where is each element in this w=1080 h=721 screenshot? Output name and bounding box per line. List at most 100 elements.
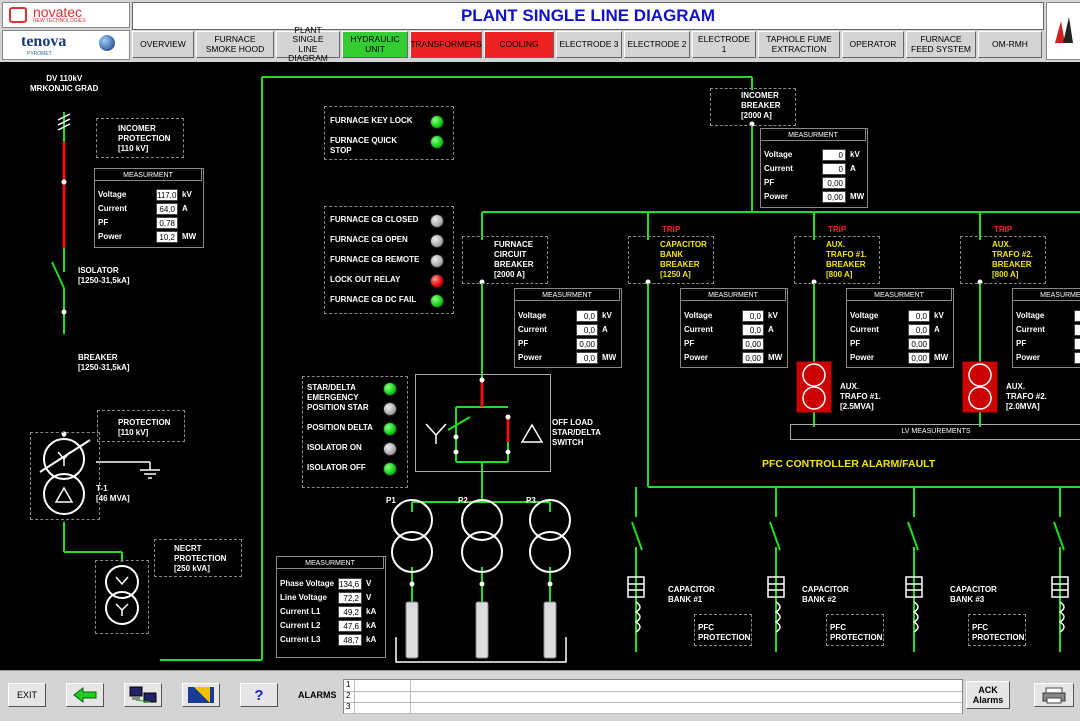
meas-label: Voltage xyxy=(850,311,879,320)
meas-value: 0 xyxy=(1074,324,1080,336)
single-line-diagram: DV 110kV MRKONJIC GRAD INCOMER PROTECTIO… xyxy=(0,62,1080,670)
nav-tab-1[interactable]: FURNACE SMOKE HOOD xyxy=(196,31,274,58)
meas-unit: kA xyxy=(366,607,377,616)
meas-unit: kA xyxy=(366,635,377,644)
meas-unit: A xyxy=(850,164,856,173)
meas-value: 0 xyxy=(1074,352,1080,364)
meas-value: 0,0 xyxy=(576,310,598,322)
alarm-row-number: 3 xyxy=(346,702,351,711)
feeder-breaker-box[interactable] xyxy=(794,236,880,284)
meas-label: Power xyxy=(1016,353,1041,362)
meas-label: Voltage xyxy=(764,150,793,159)
status-label: ISOLATOR ON xyxy=(307,443,362,452)
ack-alarms-button[interactable]: ACK Alarms xyxy=(966,681,1010,709)
corner-logo-icon xyxy=(1055,17,1073,43)
status-indicator-green xyxy=(383,382,397,396)
meas-value: 117,0 xyxy=(156,189,178,201)
aux-trafo-2-label: AUX. TRAFO #2. [2.0MVA] xyxy=(1006,382,1047,411)
status-indicator-grey xyxy=(430,254,444,268)
meas-value: 0,00 xyxy=(908,338,930,350)
meas-label: Current xyxy=(850,325,879,334)
capacitor-bank-label: CAPACITOR BANK #2 xyxy=(802,585,849,604)
nav-tab-12[interactable]: OM-RMH xyxy=(978,31,1042,58)
meas-value: 64,0 xyxy=(156,203,178,215)
nav-tab-6[interactable]: ELECTRODE 3 xyxy=(556,31,622,58)
status-label: FURNACE CB OPEN xyxy=(330,235,408,244)
pfc-protection-box[interactable] xyxy=(826,614,884,646)
meas-unit: MW xyxy=(602,353,617,362)
pfc-protection-label: PFC PROTECTION xyxy=(830,623,883,642)
meas-label: Current L3 xyxy=(280,635,321,644)
alarm-row-divider xyxy=(410,691,411,702)
tenova-logo-sub: PYROMET xyxy=(27,51,52,57)
nav-tab-7[interactable]: ELECTRODE 2 xyxy=(624,31,690,58)
language-button[interactable] xyxy=(182,683,220,707)
status-panel-keylock xyxy=(324,106,454,160)
meas-value: 0 xyxy=(822,149,846,161)
print-button[interactable] xyxy=(1034,683,1074,707)
alarm-table[interactable]: 1 2 3 xyxy=(343,679,963,714)
status-indicator-grey xyxy=(383,442,397,456)
feeder-breaker-label: CAPACITOR BANK BREAKER [1250 A] xyxy=(660,240,707,279)
corner-logo xyxy=(1046,2,1080,60)
star-delta-switch-box xyxy=(415,374,551,472)
novatec-logo-text: novatec xyxy=(33,4,83,20)
necrt-transformer-box xyxy=(95,560,149,634)
feeder-breaker-box[interactable] xyxy=(960,236,1046,284)
exit-button[interactable]: EXIT xyxy=(8,683,46,707)
breaker-label: BREAKER [1250-31,5kA] xyxy=(78,353,130,372)
alarm-row-number: 2 xyxy=(346,691,351,700)
alarm-row[interactable]: 2 xyxy=(344,691,962,703)
meas-label: PF xyxy=(1016,339,1027,348)
nav-tab-10[interactable]: OPERATOR xyxy=(842,31,904,58)
pfc-protection-box[interactable] xyxy=(968,614,1026,646)
trip-indicator: TRIP xyxy=(828,225,847,234)
nav-tab-5[interactable]: COOLING xyxy=(484,31,554,58)
alarm-row[interactable]: 3 xyxy=(344,702,962,714)
nav-tab-11[interactable]: FURNACE FEED SYSTEM xyxy=(906,31,976,58)
nav-tab-2[interactable]: PLANT SINGLE LINE DIAGRAM xyxy=(276,25,340,63)
back-button[interactable] xyxy=(66,683,104,707)
trip-indicator: TRIP xyxy=(994,225,1013,234)
network-button[interactable] xyxy=(124,683,162,707)
exit-label: EXIT xyxy=(16,690,37,700)
nav-tab-8[interactable]: ELECTRODE 1 xyxy=(692,31,756,58)
status-label: POSITION DELTA xyxy=(307,423,373,432)
meas-value: 0,0 xyxy=(742,324,764,336)
feeder-breaker-label: AUX. TRAFO #1. BREAKER [800 A] xyxy=(826,240,867,279)
pfc-alarm-label: PFC CONTROLLER ALARM/FAULT xyxy=(762,458,936,470)
status-indicator-green xyxy=(383,462,397,476)
nav-tab-4[interactable]: TRANSFORMERS xyxy=(410,31,482,58)
transformer-box xyxy=(30,432,100,520)
novatec-logo-sub: NEW TECHNOLOGIES xyxy=(33,18,86,24)
feeder-breaker-box[interactable] xyxy=(628,236,714,284)
lv-measurements-bar[interactable]: LV MEASUREMENTS xyxy=(790,424,1080,440)
pfc-protection-box[interactable] xyxy=(694,614,752,646)
meas-value: 0,0 xyxy=(908,324,930,336)
feeder-breaker-label: FURNACE CIRCUIT BREAKER [2000 A] xyxy=(494,240,534,279)
meas-label: PF xyxy=(518,339,529,348)
nav-tab-9[interactable]: TAPHOLE FUME EXTRACTION xyxy=(758,31,840,58)
top-bar: novatec NEW TECHNOLOGIES tenova PYROMET … xyxy=(0,0,1080,63)
status-label: FURNACE KEY LOCK xyxy=(330,116,413,125)
help-button[interactable]: ? xyxy=(240,683,278,707)
nav-tab-0[interactable]: OVERVIEW xyxy=(132,31,194,58)
meas-label: Power xyxy=(518,353,543,362)
meas-label: Current L1 xyxy=(280,607,321,616)
meas-value: 47,6 xyxy=(338,620,362,632)
nav-tab-3[interactable]: HYDRAULIC UNIT xyxy=(342,31,408,58)
meas-value: 0 xyxy=(1074,310,1080,322)
diagram-lines xyxy=(39,76,1080,663)
meas-label: Power xyxy=(850,353,875,362)
feeder-measurement-title: MEASURMENT xyxy=(680,288,786,301)
isolator-label: ISOLATOR [1250-31,5kA] xyxy=(78,266,130,285)
feeder-breaker-box[interactable] xyxy=(462,236,548,284)
meas-label: Power xyxy=(98,232,123,241)
meas-label: Voltage xyxy=(1016,311,1045,320)
meas-label: Line Voltage xyxy=(280,593,327,602)
alarm-row-number: 1 xyxy=(346,680,351,689)
protection-box xyxy=(97,410,185,442)
status-indicator-green xyxy=(430,294,444,308)
alarm-row[interactable]: 1 xyxy=(344,680,962,692)
